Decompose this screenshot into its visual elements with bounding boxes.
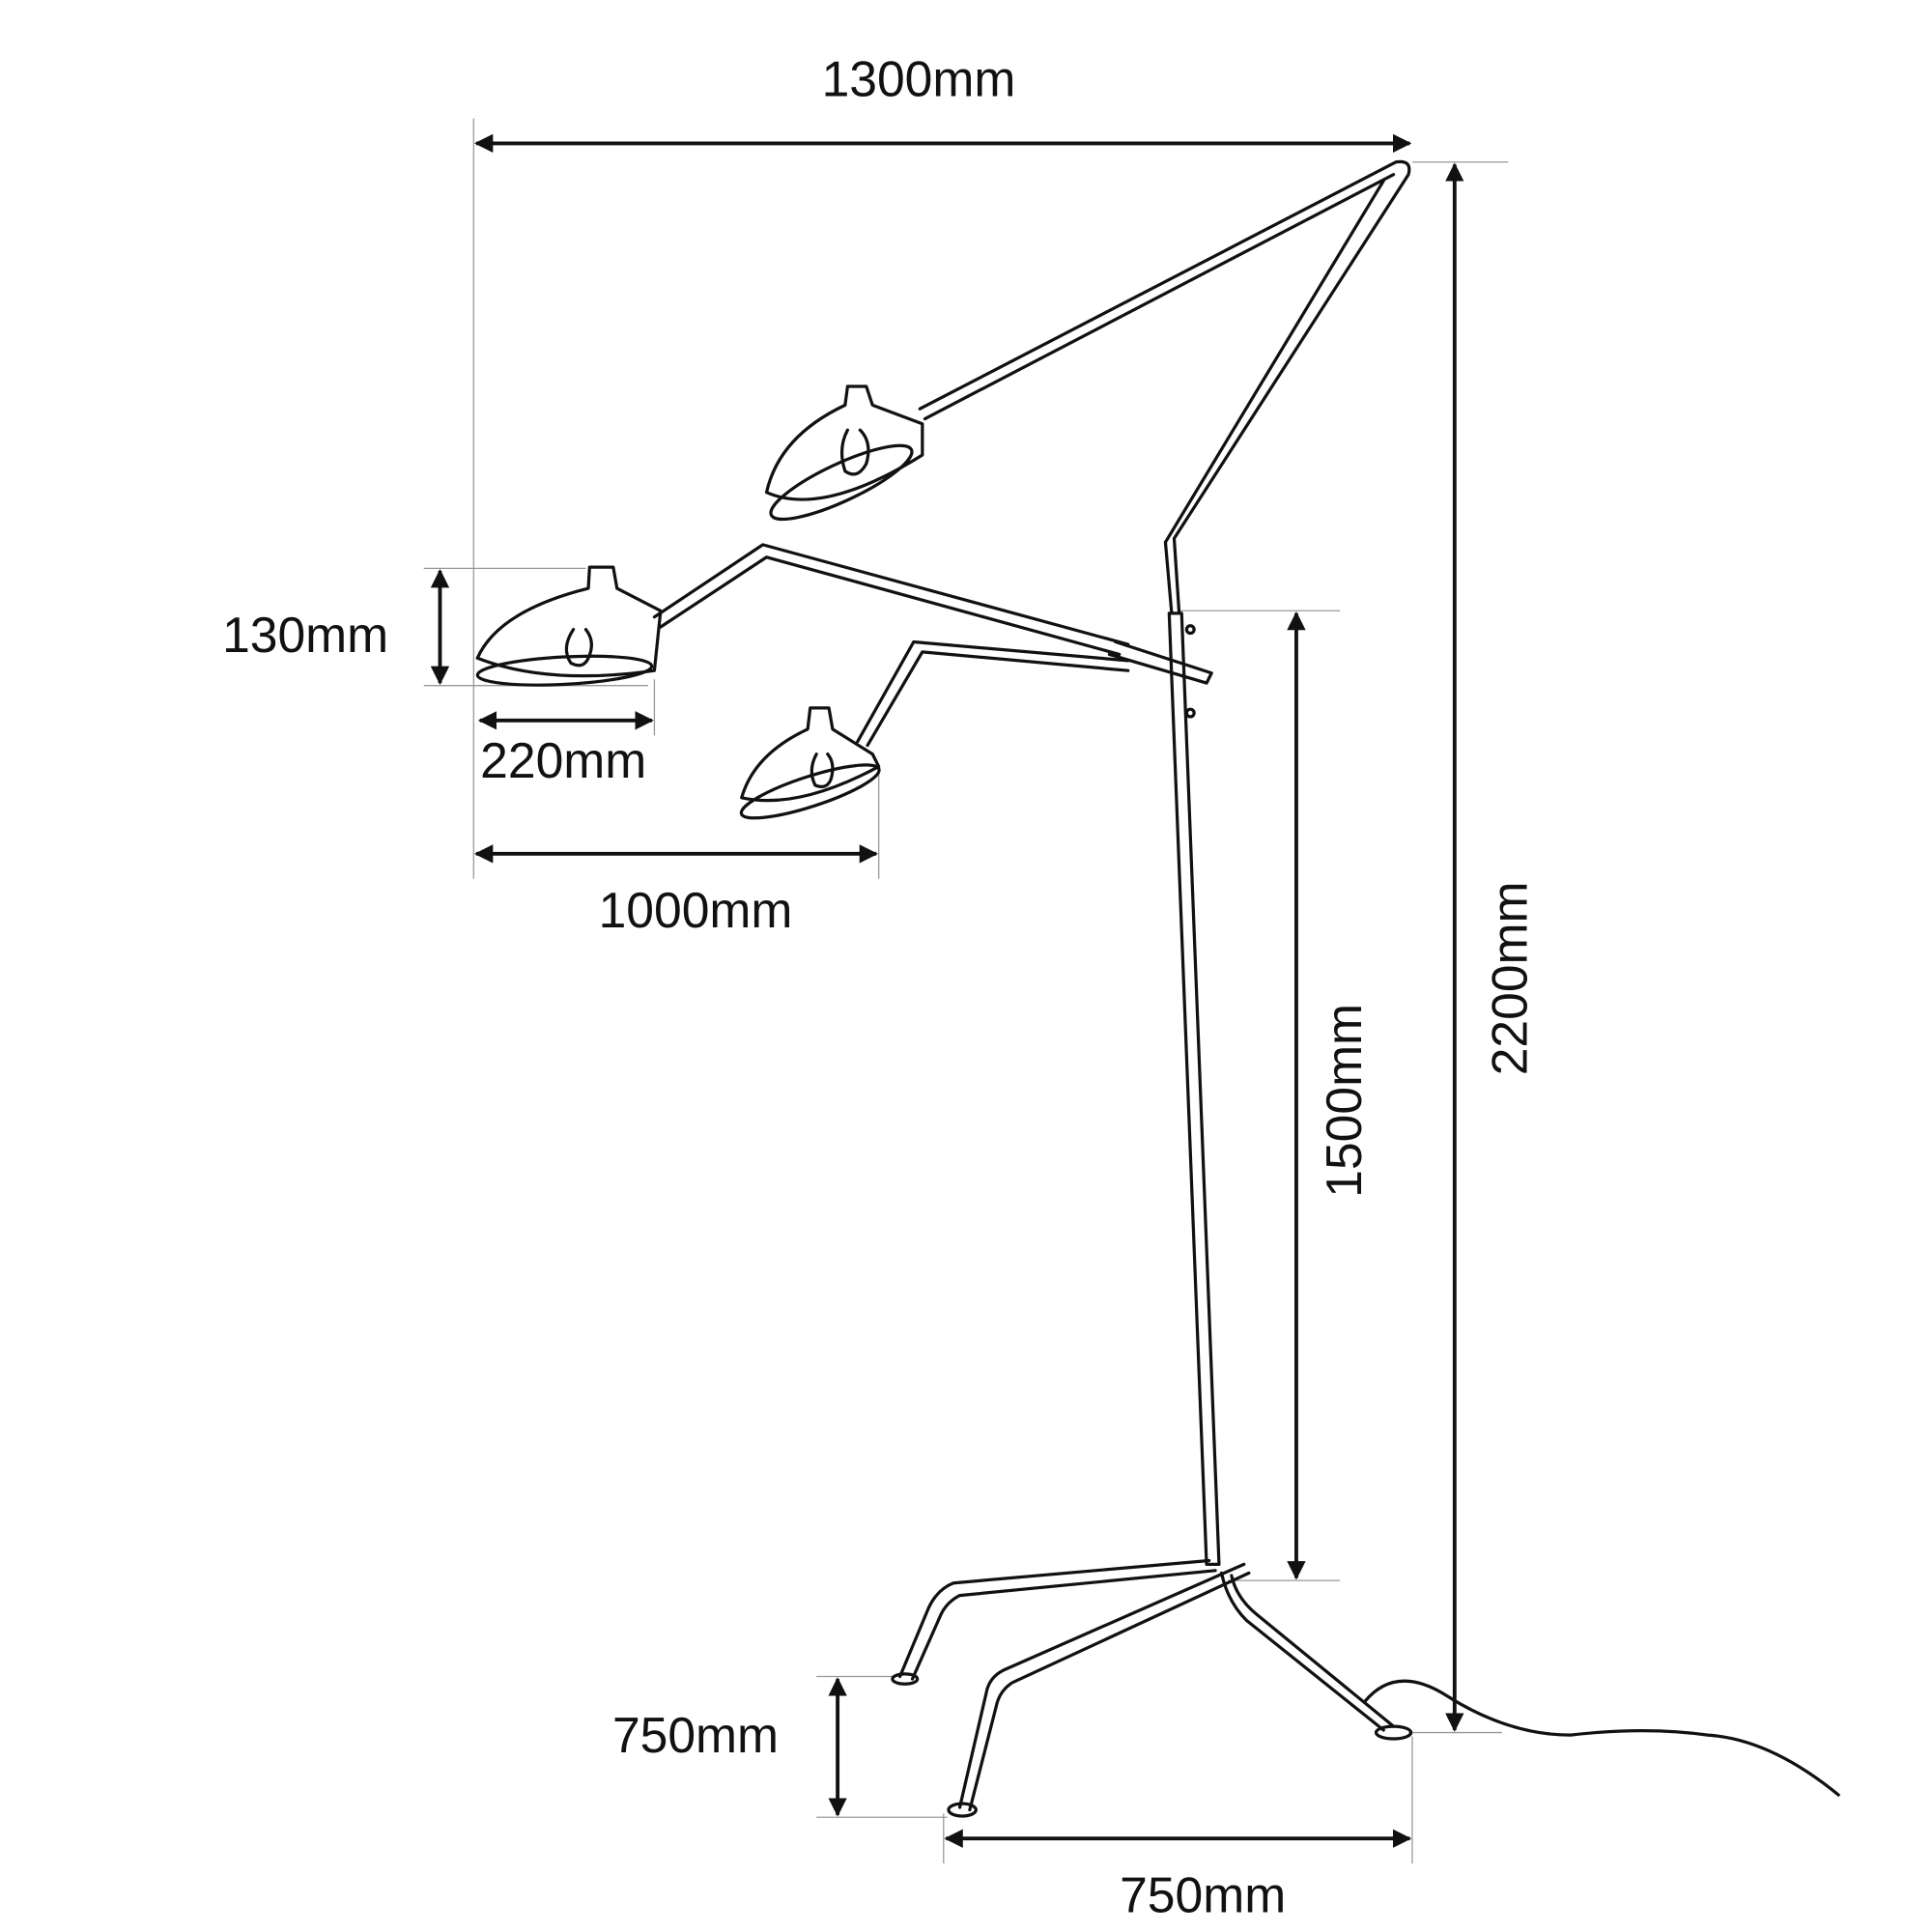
power-cable xyxy=(1363,1679,1840,1797)
extension-lines xyxy=(423,118,1509,1864)
lamp-illustration xyxy=(475,159,1840,1818)
top-arm xyxy=(918,159,1411,615)
width-label: 1300mm xyxy=(822,50,1016,106)
lamp-pole xyxy=(1167,611,1221,1566)
height-label: 2200mm xyxy=(1482,882,1538,1076)
joint-height-label: 1500mm xyxy=(1316,1004,1372,1198)
arm-reach-label: 1000mm xyxy=(599,882,793,938)
middle-arm xyxy=(652,543,1213,685)
base-depth-label: 750mm xyxy=(612,1707,779,1763)
top-shade xyxy=(764,384,924,522)
shade-diameter-label: 220mm xyxy=(480,732,646,788)
base-leg-right xyxy=(1219,1571,1396,1732)
base-leg-front xyxy=(957,1562,1251,1812)
shade-height-label: 130mm xyxy=(222,607,388,663)
base-width-label: 750mm xyxy=(1120,1866,1286,1922)
lower-arm xyxy=(856,639,1130,748)
middle-shade xyxy=(475,565,663,687)
lower-shade xyxy=(739,706,881,820)
base-leg-left xyxy=(898,1558,1217,1681)
